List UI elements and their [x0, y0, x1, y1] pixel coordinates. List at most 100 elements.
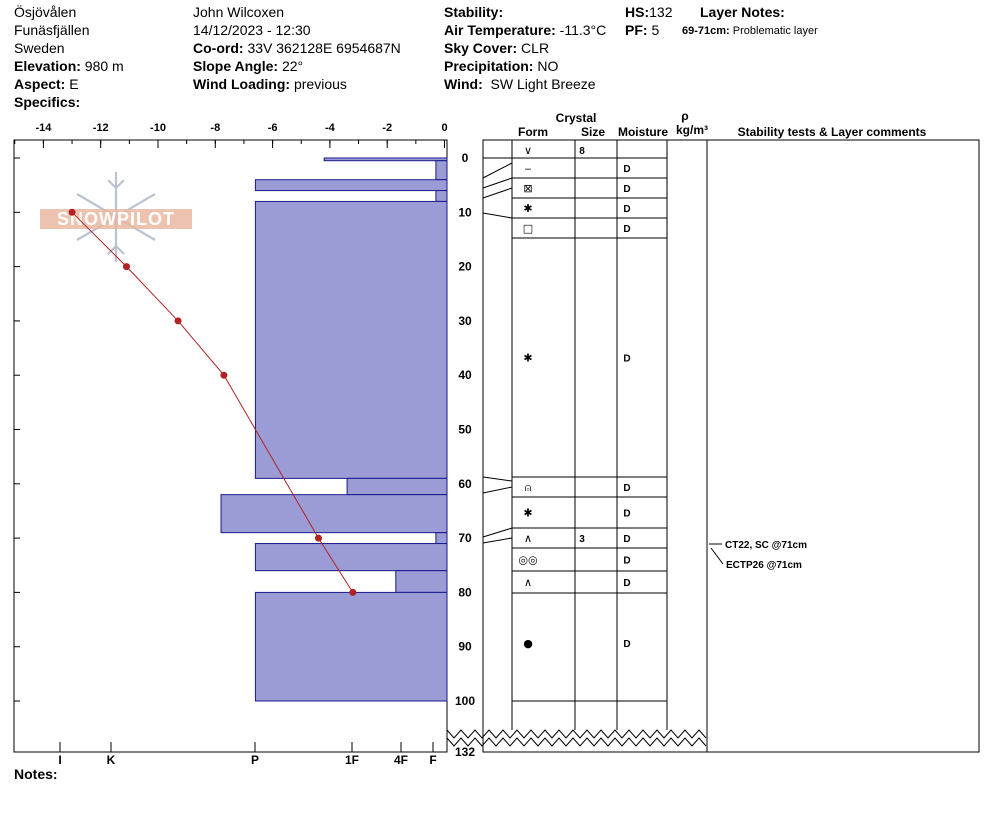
crystal-form-symbol: ∧ [524, 532, 532, 545]
wind-loading-row: Wind Loading: previous [193, 75, 401, 93]
country-name: Sweden [14, 40, 65, 56]
area-name: Funäsfjällen [14, 22, 90, 38]
coord-value: 33V 362128E 6954687N [247, 40, 401, 56]
moisture-value: D [623, 164, 630, 175]
temperature-point [349, 588, 357, 596]
hardness-bar [254, 200, 448, 479]
depth-break-line [446, 737, 707, 747]
depth-tick-label: 30 [458, 314, 472, 328]
observer-name: John Wilcoxen [193, 4, 285, 20]
moisture-value: D [623, 354, 630, 365]
depth-break-line [446, 729, 707, 739]
moisture-value: D [623, 578, 630, 589]
temperature-profile [68, 208, 357, 596]
precip-label: Precipitation: [444, 58, 534, 74]
moisture-value: D [623, 224, 630, 235]
depth-total-label: 132 [455, 745, 475, 759]
layer-notes-label: Layer Notes: [700, 4, 785, 20]
density-symbol-header: ρ [681, 109, 688, 123]
location-name: Ösjövålen [14, 4, 77, 20]
crystal-form-symbol: ✱ [523, 202, 532, 215]
crystal-form-symbol: ● [523, 637, 533, 650]
pf-label: PF: [625, 22, 648, 38]
coord-label: Co-ord: [193, 40, 244, 56]
coord-row: Co-ord: 33V 362128E 6954687N [193, 39, 401, 57]
temperature-point [122, 263, 130, 271]
temp-tick-label: -14 [35, 122, 52, 134]
hardness-bar [323, 157, 448, 162]
watermark-banner [40, 209, 192, 229]
hardness-bar [254, 591, 448, 702]
snowpilot-watermark: SNOWPILOT [40, 172, 192, 262]
layer-connector [482, 527, 513, 538]
observation-datetime: 14/12/2023 - 12:30 [193, 22, 311, 38]
crystal-form-symbol: ◎◎ [518, 554, 537, 567]
hardness-bar [346, 477, 448, 496]
temp-tick-label: -8 [210, 122, 220, 134]
hardness-bar [435, 190, 448, 202]
slope-value: 22° [281, 58, 304, 74]
stability-label: Stability: [444, 4, 504, 20]
hardness-bar [435, 160, 448, 181]
hardness-bars [220, 157, 448, 702]
aspect-label: Aspect: [14, 76, 66, 92]
sky-row: Sky Cover: CLR [444, 39, 606, 57]
snowflake-branch [107, 179, 125, 190]
stability-test-comment: ECTP26 @71cm [726, 560, 802, 571]
layer-note-range: 69-71cm: [682, 25, 730, 37]
hardness-label: F [429, 753, 436, 767]
sky-label: Sky Cover: [444, 40, 518, 56]
crystal-form-symbol: □ [523, 222, 533, 235]
layer-note-entry: 69-71cm: Problematic layer [682, 22, 818, 40]
depth-tick-label: 70 [458, 531, 472, 545]
wind-loading-value: previous [293, 76, 347, 92]
depth-tick-label: 80 [458, 585, 472, 599]
depth-tick-label: 10 [458, 205, 472, 219]
hardness-bar [254, 543, 448, 572]
temperature-line [71, 211, 354, 593]
layer-connector [482, 486, 513, 494]
watermark-text: SNOWPILOT [57, 209, 175, 229]
moisture-value: D [623, 483, 630, 494]
crystal-form-symbol: ‒ [525, 162, 532, 175]
moisture-value: D [623, 204, 630, 215]
pf-value: 5 [651, 22, 660, 38]
depth-tick-label: 60 [458, 477, 472, 491]
temp-tick-label: -6 [268, 122, 278, 134]
layer-connector [482, 212, 513, 219]
wind-value: SW Light Breeze [490, 76, 596, 92]
header-layer-notes: Layer Notes: [700, 3, 785, 21]
crystal-form-symbol: ⍝ [525, 481, 532, 494]
layer-connector [482, 187, 513, 199]
hardness-label: 1F [345, 753, 359, 767]
hs-label: HS: [625, 4, 650, 20]
slope-label: Slope Angle: [193, 58, 279, 74]
depth-tick-label: 90 [458, 640, 472, 654]
layer-connector [482, 162, 513, 179]
wind-label: Wind: [444, 76, 483, 92]
aspect-value: E [69, 76, 79, 92]
layer-note-text: Problematic layer [732, 25, 818, 37]
table-frame [482, 139, 980, 753]
crystal-size-value: 8 [579, 146, 585, 157]
air-temp-label: Air Temperature: [444, 22, 556, 38]
air-temp-value: -11.3°C [559, 22, 607, 38]
depth-tick-label: 20 [458, 260, 472, 274]
hardness-label: P [251, 753, 259, 767]
precip-row: Precipitation: NO [444, 57, 606, 75]
temperature-point [68, 208, 76, 216]
air-temp-row: Air Temperature: -11.3°C [444, 21, 606, 39]
temperature-point [220, 371, 228, 379]
stability-test-comment: CT22, SC @71cm [725, 540, 807, 551]
temp-tick-label: 0 [441, 122, 447, 134]
crystal-form-symbol: ∧ [524, 576, 532, 589]
layer-connector [482, 476, 513, 482]
specifics-label: Specifics: [14, 94, 81, 110]
size-header: Size [581, 125, 605, 139]
layer-connector [482, 537, 513, 544]
moisture-value: D [623, 556, 630, 567]
depth-tick-label: 50 [458, 423, 472, 437]
